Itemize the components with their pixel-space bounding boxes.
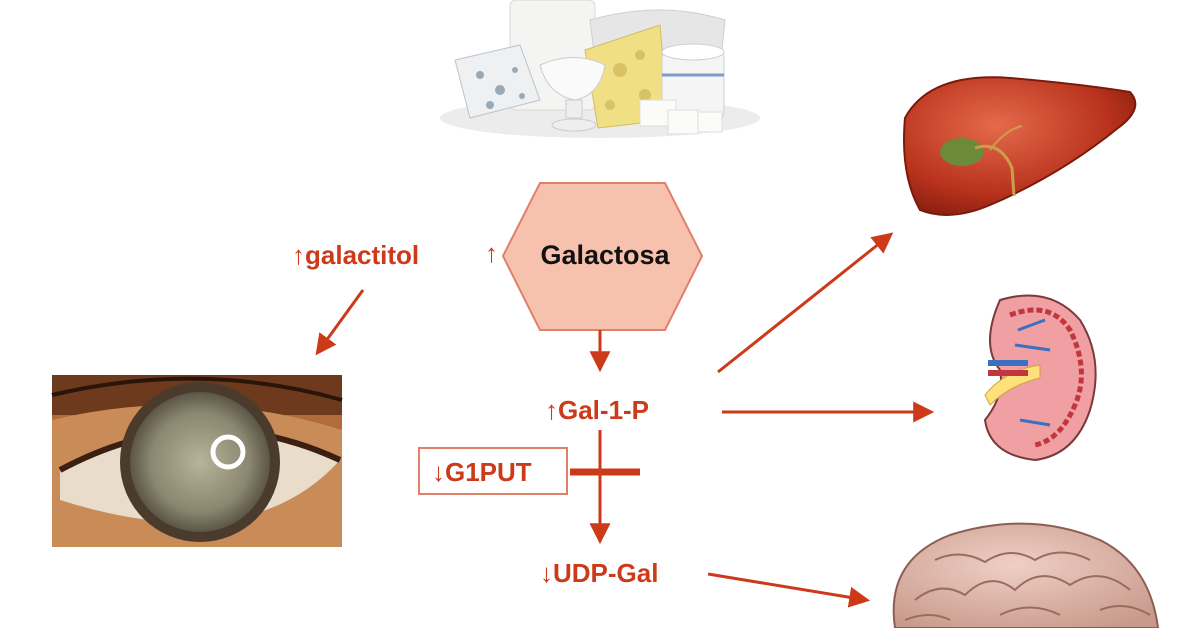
brain-image <box>892 522 1160 628</box>
dairy-products-image <box>440 0 760 138</box>
kidney-image <box>983 294 1097 462</box>
g1put-label: ↓G1PUT <box>432 457 532 487</box>
galactitol-label: ↑galactitol <box>292 240 420 270</box>
udpgal-label: ↓UDP-Gal <box>540 558 659 588</box>
arrow-gal1p-to-liver <box>717 232 894 374</box>
liver-image <box>903 76 1137 216</box>
arrow-udpgal-to-brain <box>707 572 871 608</box>
cataract-eye-image <box>51 375 343 547</box>
gal1p-label: ↑Gal-1-P <box>545 395 650 425</box>
g1put-enzyme-box: ↓G1PUT <box>418 447 568 495</box>
arrow-galactitol-to-eye <box>315 289 365 356</box>
galactosa-hexagon <box>501 182 704 331</box>
galactosa-label: Galactosa <box>540 240 670 270</box>
galactosa-up-arrow: ↑ <box>485 238 498 268</box>
